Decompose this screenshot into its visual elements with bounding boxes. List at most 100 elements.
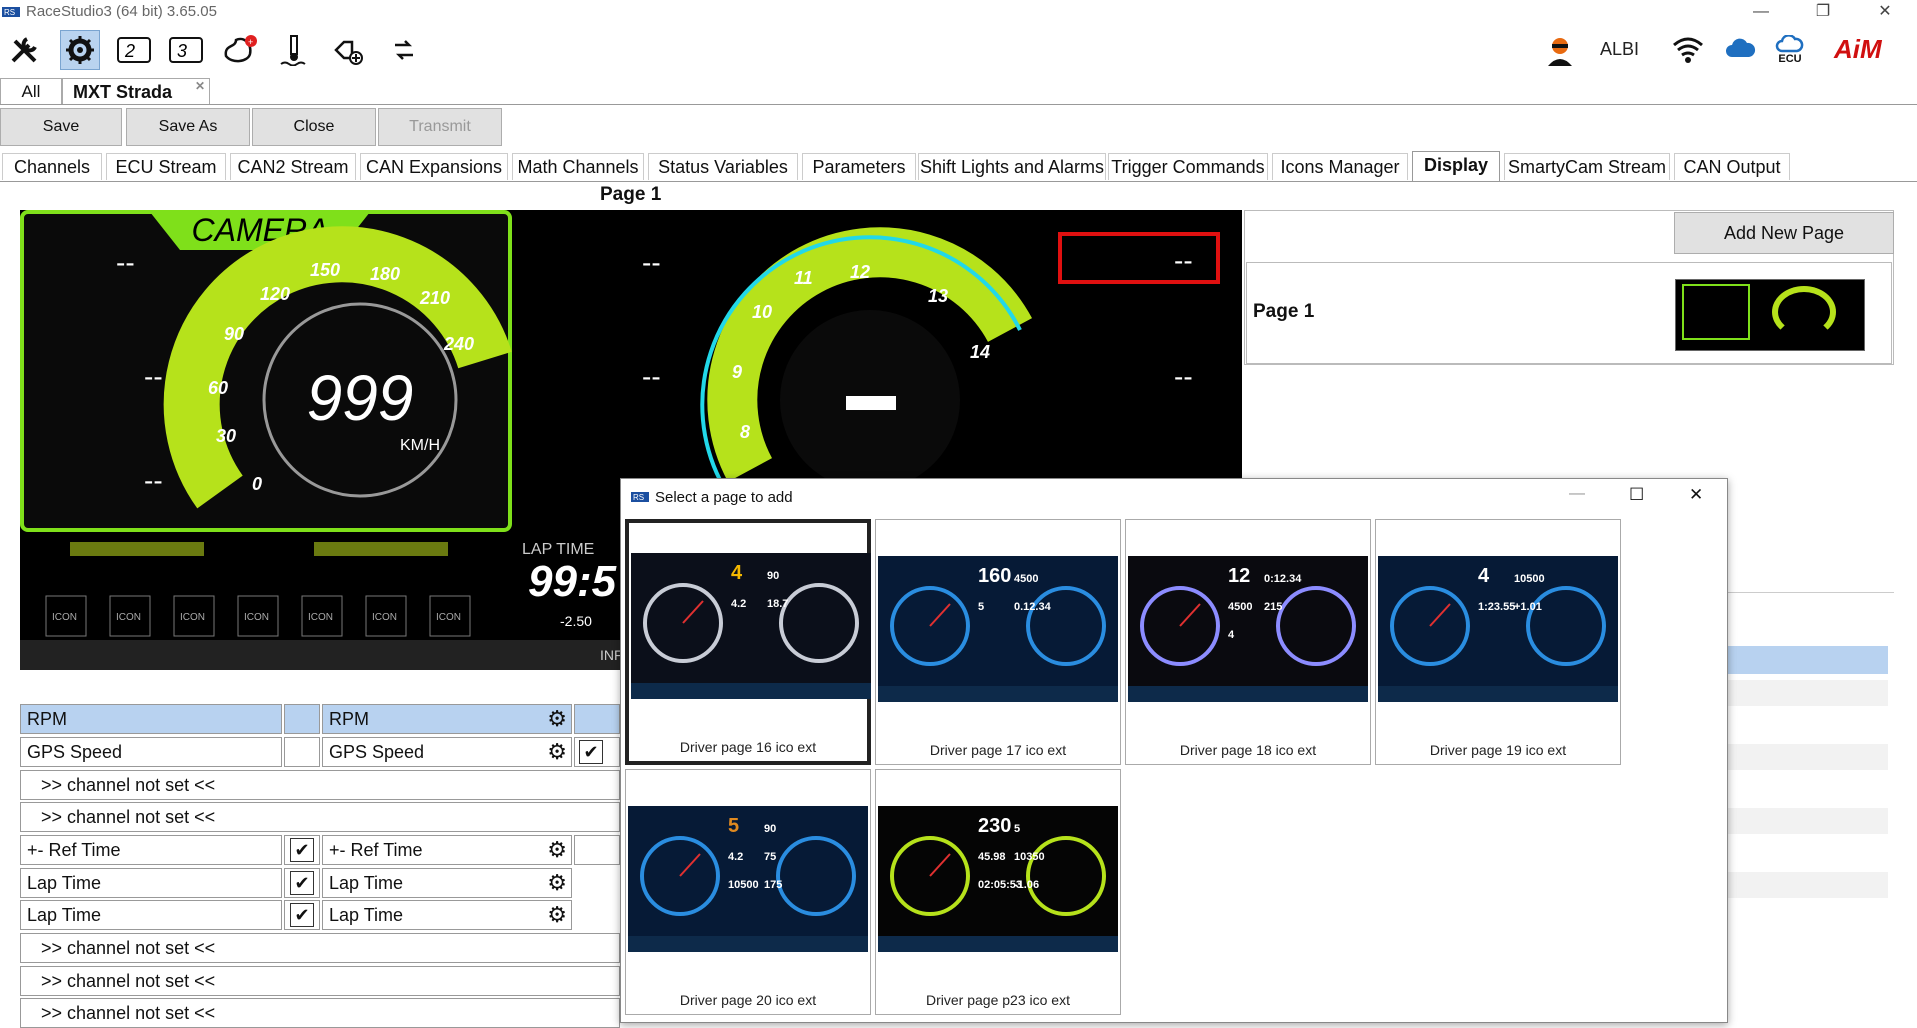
icon-slot-label: ICON (180, 612, 205, 623)
cloud-ecu-icon[interactable]: ECU (1770, 30, 1810, 70)
channel-display-cell[interactable]: GPS Speed⚙ (322, 737, 572, 767)
device-2-icon[interactable]: 2 (114, 30, 154, 70)
channel-source-cell[interactable]: GPS Speed (20, 737, 282, 767)
channel-extra-cell[interactable]: ✔ (574, 737, 620, 767)
transfer-icon[interactable] (384, 30, 424, 70)
aim-logo-text: AiM (1833, 34, 1883, 64)
preview-needle (929, 853, 951, 877)
channel-row-empty[interactable]: >> channel not set << (20, 770, 620, 800)
channel-display-cell[interactable]: +- Ref Time⚙ (322, 835, 572, 865)
channel-source-cell[interactable]: Lap Time (20, 900, 282, 930)
channel-source-cell[interactable]: Lap Time (20, 868, 282, 898)
channel-settings-gear-icon[interactable]: ⚙ (547, 739, 567, 764)
track-manager-icon[interactable]: + (220, 30, 260, 70)
tab-all[interactable]: All (0, 78, 62, 104)
add-device-icon[interactable] (328, 30, 368, 70)
page-thumbnail (1675, 279, 1865, 351)
close-window-button[interactable]: ✕ (1878, 3, 1892, 20)
tab-can-expansions[interactable]: CAN Expansions (360, 153, 508, 180)
icon-slot-label: ICON (308, 612, 333, 623)
channel-settings-gear-icon[interactable]: ⚙ (547, 706, 567, 731)
app-logo-icon: RS (2, 7, 20, 17)
speed-unit: KM/H (400, 437, 440, 454)
rpm-tick: 10 (752, 302, 772, 322)
user-avatar-icon[interactable] (1540, 30, 1580, 70)
close-tab-icon[interactable]: ✕ (194, 79, 205, 93)
dialog-maximize-button[interactable]: ☐ (1629, 485, 1645, 504)
cloud-icon[interactable] (1720, 30, 1760, 70)
channel-row-empty[interactable]: >> channel not set << (20, 802, 620, 832)
preview-value: -1.06 (1014, 879, 1039, 891)
channel-extra-cell[interactable] (574, 835, 620, 865)
channel-display-label: RPM (329, 709, 369, 729)
channel-row-empty[interactable]: >> channel not set << (20, 933, 620, 963)
left-mid-placeholder: -- (144, 361, 163, 392)
enable-checkbox[interactable]: ✔ (290, 871, 314, 895)
channel-row-empty[interactable]: >> channel not set << (20, 998, 620, 1028)
configuration-gear-icon[interactable] (60, 30, 100, 70)
device-3-icon[interactable]: 3 (166, 30, 206, 70)
tab-ecu-stream[interactable]: ECU Stream (106, 153, 226, 180)
tab-icons-manager[interactable]: Icons Manager (1272, 153, 1408, 180)
tab-display[interactable]: Display (1412, 151, 1500, 182)
icon-slot (109, 595, 151, 637)
dialog-minimize-button[interactable]: — (1569, 485, 1585, 502)
preview-value: 4500 (1014, 573, 1038, 585)
channel-row-empty[interactable]: >> channel not set << (20, 966, 620, 996)
preview-gauge-left (643, 583, 723, 663)
preview-value: 4 (731, 562, 743, 584)
tab-trigger-commands[interactable]: Trigger Commands (1108, 153, 1268, 180)
tab-channels[interactable]: Channels (2, 153, 102, 180)
channel-source-cell[interactable]: RPM (20, 704, 282, 734)
tab-can-output[interactable]: CAN Output (1674, 153, 1790, 180)
close-button[interactable]: Close (252, 108, 376, 146)
minimize-button[interactable]: — (1753, 3, 1769, 20)
speed-gauge-arc (163, 226, 512, 509)
preview-value: 5 (728, 815, 739, 837)
tab-status-variables[interactable]: Status Variables (648, 153, 798, 180)
tab-smartycam-stream[interactable]: SmartyCam Stream (1504, 153, 1670, 180)
tab-mxt-strada[interactable]: MXT Strada ✕ (62, 78, 210, 104)
enable-checkbox[interactable]: ✔ (290, 903, 314, 927)
temperature-icon[interactable] (274, 30, 314, 70)
tab-math-channels[interactable]: Math Channels (512, 153, 644, 180)
preview-status-strip (878, 686, 1118, 702)
restore-button[interactable]: ❐ (1815, 3, 1831, 20)
user-name[interactable]: ALBI (1600, 39, 1640, 59)
add-new-page-button[interactable]: Add New Page (1674, 212, 1894, 254)
save-as-button[interactable]: Save As (126, 108, 250, 146)
channel-display-cell[interactable]: Lap Time⚙ (322, 868, 572, 898)
channel-display-cell[interactable]: RPM ⚙ (322, 704, 572, 734)
channel-settings-gear-icon[interactable]: ⚙ (547, 870, 567, 895)
channel-source-cell[interactable]: +- Ref Time (20, 835, 282, 865)
preview-gauge-left (890, 586, 970, 666)
wifi-icon[interactable] (1668, 30, 1708, 70)
preview-status-strip (1378, 686, 1618, 702)
tab-parameters[interactable]: Parameters (802, 153, 916, 180)
enable-checkbox[interactable]: ✔ (290, 838, 314, 862)
page-template-caption: Driver page 16 ico ext (679, 739, 817, 755)
preview-gauge-right (1026, 586, 1106, 666)
preview-gauge-left (890, 836, 970, 916)
channel-display-cell[interactable]: Lap Time⚙ (322, 900, 572, 930)
speed-tick: 240 (443, 334, 474, 354)
channel-extra-cell[interactable] (574, 704, 620, 734)
transmit-button[interactable]: Transmit (378, 108, 502, 146)
preview-gauge-right (776, 836, 856, 916)
channel-settings-gear-icon[interactable]: ⚙ (547, 837, 567, 862)
tools-icon[interactable] (4, 30, 44, 70)
page-list-item[interactable]: Page 1 (1246, 262, 1892, 364)
left-bottom-placeholder: -- (144, 465, 163, 496)
enable-checkbox[interactable]: ✔ (579, 740, 603, 764)
dialog-close-button[interactable]: ✕ (1689, 485, 1704, 504)
channel-settings-gear-icon[interactable]: ⚙ (547, 902, 567, 927)
tab-shift-lights-alarms[interactable]: Shift Lights and Alarms (918, 153, 1106, 180)
save-button[interactable]: Save (0, 108, 122, 146)
tab-can2-stream[interactable]: CAN2 Stream (230, 153, 356, 180)
